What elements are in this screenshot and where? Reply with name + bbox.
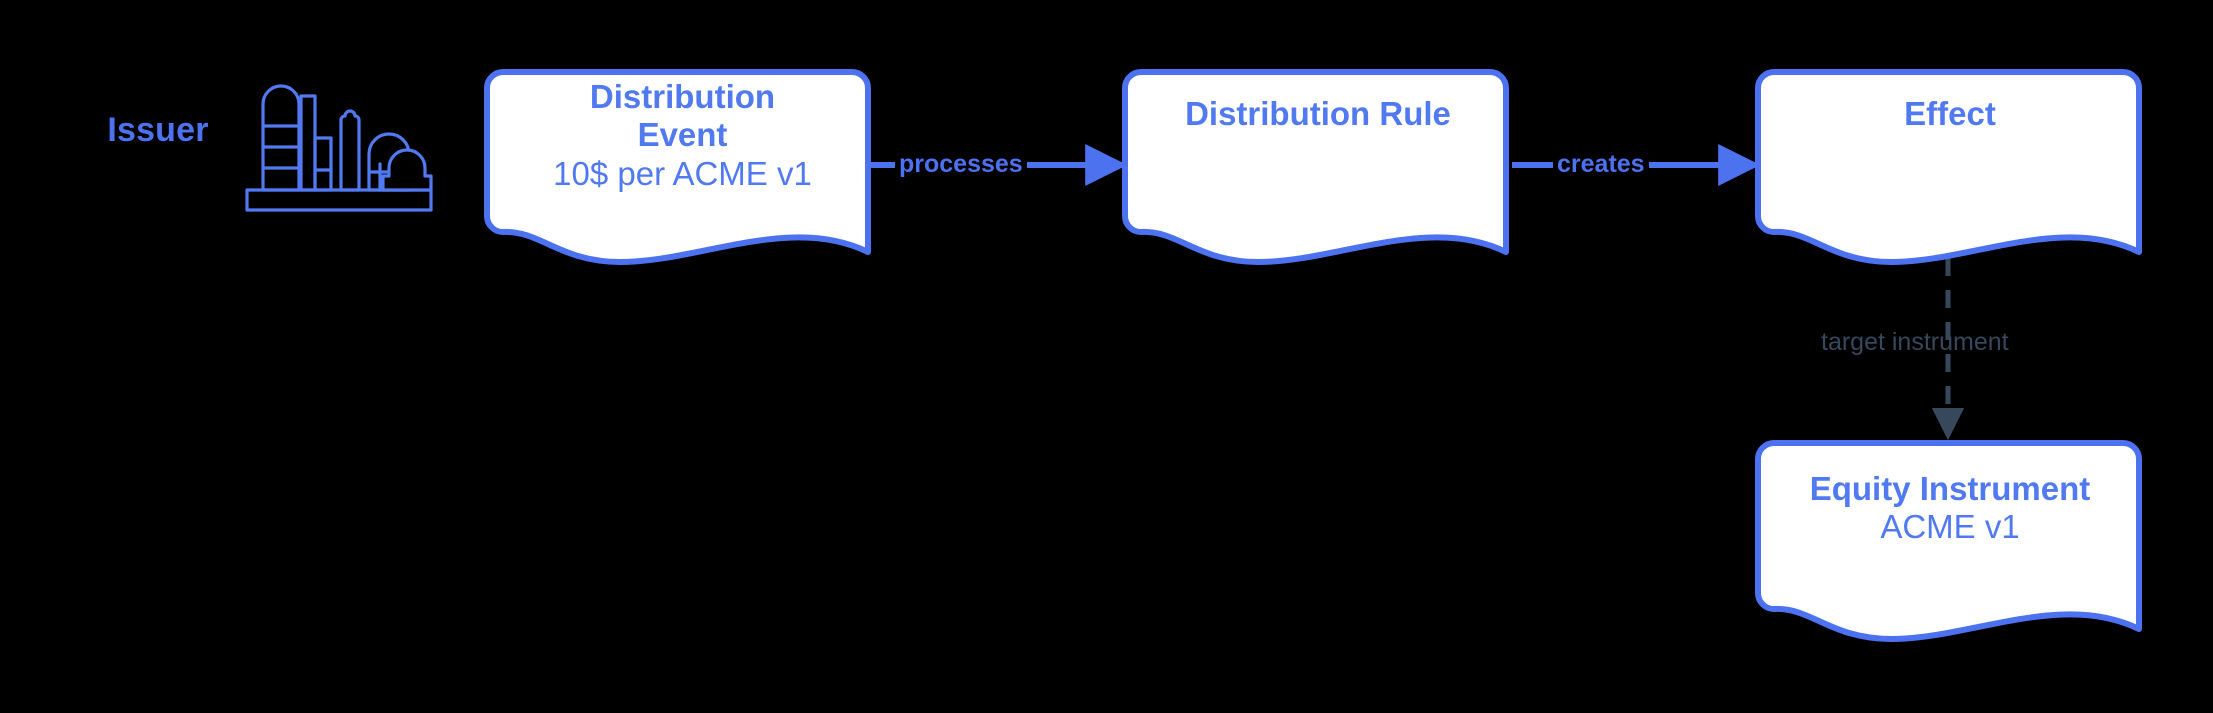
node-title: Effect: [1904, 95, 1996, 132]
node-subtitle: 10$ per ACME v1: [553, 154, 812, 192]
node-distribution-rule[interactable]: [1122, 69, 1509, 265]
node-title-line1: Distribution: [589, 78, 776, 115]
node-subtitle: ACME v1: [1880, 508, 2020, 546]
node-label-distribution-rule: Distribution Rule: [1128, 95, 1508, 133]
actor-label-issuer: Issuer: [107, 111, 209, 149]
edge-label-target-instrument: target instrument: [1821, 328, 2009, 356]
node-title: Distribution Rule: [1185, 95, 1451, 132]
edge-label-creates: creates: [1553, 152, 1649, 177]
node-title: Equity Instrument: [1809, 470, 2091, 507]
node-label-effect: Effect: [1760, 95, 2140, 133]
node-label-distribution-event: Distribution Event 10$ per ACME v1: [490, 78, 875, 193]
node-distribution-event[interactable]: [484, 69, 871, 265]
factory-icon: [245, 84, 433, 212]
node-equity-instrument[interactable]: [1755, 440, 2142, 642]
node-title-line2: Event: [637, 116, 728, 154]
node-effect[interactable]: [1755, 69, 2142, 265]
node-label-equity-instrument: Equity Instrument ACME v1: [1760, 470, 2140, 547]
edge-label-processes: processes: [895, 152, 1027, 177]
